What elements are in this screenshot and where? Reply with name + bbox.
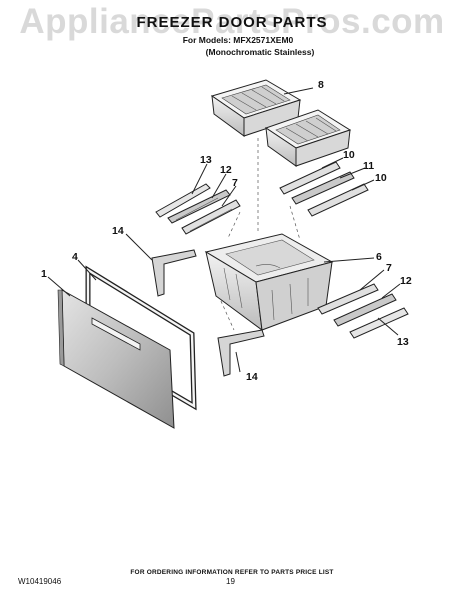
callout-13-upper: 13 [200, 154, 212, 166]
bracket-upper [151, 249, 197, 297]
callout-13-lower: 13 [397, 336, 409, 348]
finish-subtitle: (Monochromatic Stainless) [205, 47, 315, 57]
callout-7-lower: 7 [386, 262, 392, 274]
bracket-lower [217, 329, 265, 377]
callout-12-upper: 12 [220, 164, 232, 176]
callout-10-lower: 10 [375, 172, 387, 184]
left-slide-rails [155, 183, 241, 235]
document-number: W10419046 [18, 577, 62, 586]
callout-11: 11 [363, 160, 374, 172]
callout-7-upper: 7 [232, 177, 238, 189]
callout-14-lower: 14 [246, 371, 258, 383]
model-subtitle: For Models: MFX2571XEM0 [182, 35, 294, 45]
callout-8: 8 [318, 79, 324, 91]
callout-1: 1 [41, 268, 47, 280]
callout-6: 6 [376, 251, 382, 263]
callout-12-lower: 12 [400, 275, 412, 287]
callout-14-upper: 14 [112, 225, 124, 237]
right-upper-slide-rails [279, 161, 369, 217]
callout-labels: 8 13 12 7 14 10 11 10 6 7 12 13 14 4 1 [41, 79, 412, 383]
leader-lines [47, 87, 401, 373]
door-panel [57, 289, 175, 429]
page-title: FREEZER DOOR PARTS [136, 14, 328, 31]
callout-4: 4 [72, 251, 78, 263]
upper-basket-right [264, 109, 352, 167]
freezer-bin [204, 233, 334, 332]
page-number: 19 [226, 577, 235, 586]
callout-10-upper: 10 [343, 149, 355, 161]
right-lower-slide-rails [317, 283, 409, 339]
ordering-info: FOR ORDERING INFORMATION REFER TO PARTS … [130, 569, 334, 576]
